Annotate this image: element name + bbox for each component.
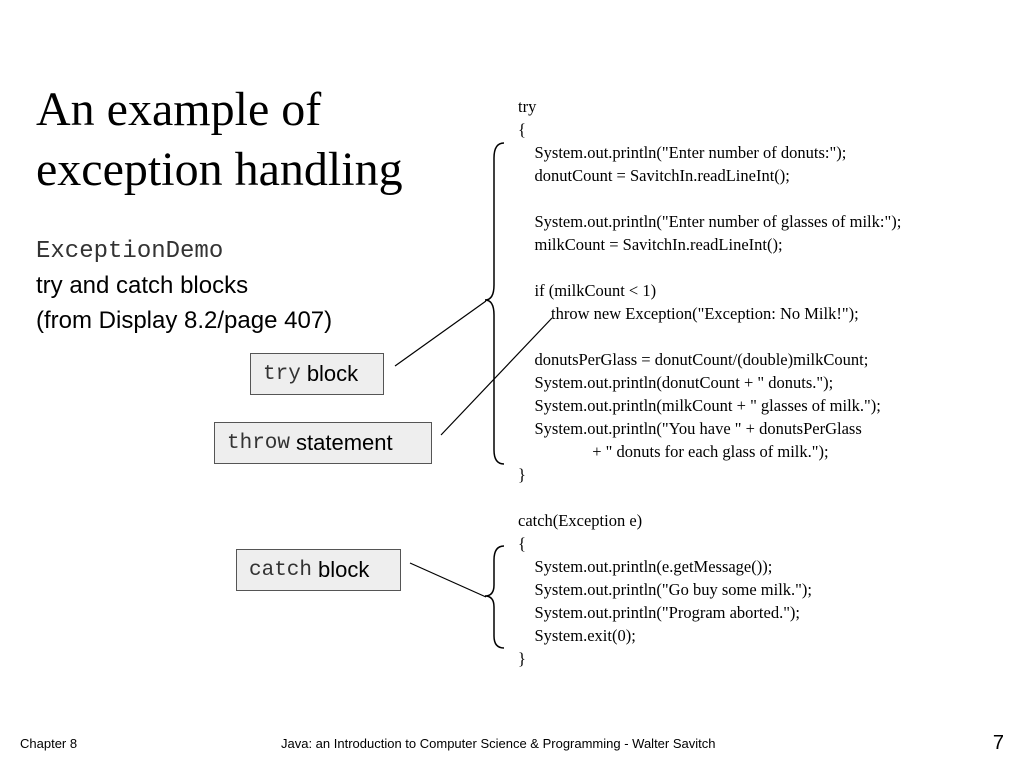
- code-line: milkCount = SavitchIn.readLineInt();: [518, 235, 783, 254]
- code-line: [518, 325, 901, 348]
- slide-title: An example of exception handling: [36, 80, 403, 200]
- code-line: try: [518, 97, 537, 116]
- code-line: donutsPerGlass = donutCount/(double)milk…: [518, 350, 869, 369]
- code-line: System.exit(0);: [518, 626, 636, 645]
- code-line: [518, 486, 901, 509]
- demo-program-name: ExceptionDemo: [36, 238, 224, 265]
- try-pointer-line: [394, 300, 487, 367]
- code-line: donutCount = SavitchIn.readLineInt();: [518, 166, 790, 185]
- code-line: if (milkCount < 1): [518, 281, 657, 300]
- try-block-brace: [484, 142, 505, 465]
- code-line: System.out.println(milkCount + " glasses…: [518, 396, 881, 415]
- slide-title-line1: An example of: [36, 83, 322, 136]
- subtitle-line1: try and catch blocks: [36, 272, 249, 299]
- code-line: {: [518, 534, 526, 553]
- throw-statement-label: throw statement: [214, 422, 432, 464]
- throw-label-text: statement: [296, 430, 393, 455]
- try-block-label: try block: [250, 353, 384, 395]
- footer-chapter: Chapter 8: [20, 736, 78, 751]
- code-line: System.out.println("Enter number of donu…: [518, 143, 847, 162]
- code-line: System.out.println(e.getMessage());: [518, 557, 773, 576]
- try-keyword: try: [263, 362, 301, 386]
- code-line: {: [518, 120, 526, 139]
- catch-keyword: catch: [249, 558, 313, 582]
- try-label-text: block: [306, 361, 359, 386]
- code-line: System.out.println("Enter number of glas…: [518, 212, 902, 231]
- code-line: + " donuts for each glass of milk.");: [518, 442, 829, 461]
- page-number: 7: [992, 732, 1004, 754]
- code-listing: try { System.out.println("Enter number of…: [518, 95, 901, 670]
- code-line: }: [518, 649, 526, 668]
- subtitle-line2: (from Display 8.2/page 407): [36, 307, 333, 334]
- code-line: throw new Exception("Exception: No Milk!…: [518, 304, 859, 323]
- code-line: System.out.println("Go buy some milk.");: [518, 580, 812, 599]
- catch-block-label: catch block: [236, 549, 401, 591]
- catch-block-brace: [484, 545, 505, 649]
- code-line: }: [518, 465, 526, 484]
- code-line: catch(Exception e): [518, 511, 643, 530]
- code-line: System.out.println("Program aborted.");: [518, 603, 801, 622]
- code-line: System.out.println(donutCount + " donuts…: [518, 373, 834, 392]
- code-line: [518, 256, 901, 279]
- code-line: [518, 187, 901, 210]
- slide-title-line2: exception handling: [36, 143, 403, 196]
- footer-book-title: Java: an Introduction to Computer Scienc…: [281, 736, 716, 751]
- catch-pointer-line: [409, 562, 487, 598]
- catch-label-text: block: [318, 557, 370, 582]
- throw-keyword: throw: [227, 431, 291, 455]
- code-line: System.out.println("You have " + donutsP…: [518, 419, 862, 438]
